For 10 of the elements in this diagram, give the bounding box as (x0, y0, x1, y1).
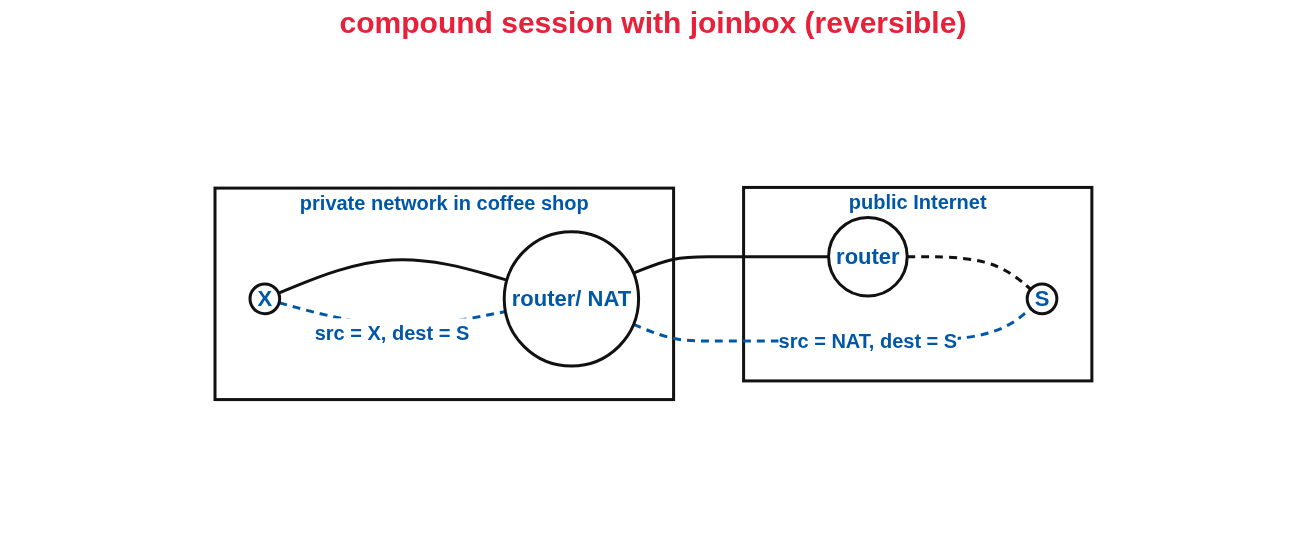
node-circle: S (1025, 282, 1058, 316)
diagram-title: compound session with joinbox (reversible) (338, 6, 968, 40)
connector (906, 255, 1032, 291)
node-circle: router/ NAT (502, 230, 640, 368)
node-circle: router (826, 215, 909, 298)
edge-label: src = NAT, dest = S (778, 329, 957, 352)
connector (632, 255, 829, 275)
connector (277, 258, 507, 295)
edge-label: src = X, dest = S (314, 322, 469, 345)
node-circle: X (248, 282, 281, 316)
